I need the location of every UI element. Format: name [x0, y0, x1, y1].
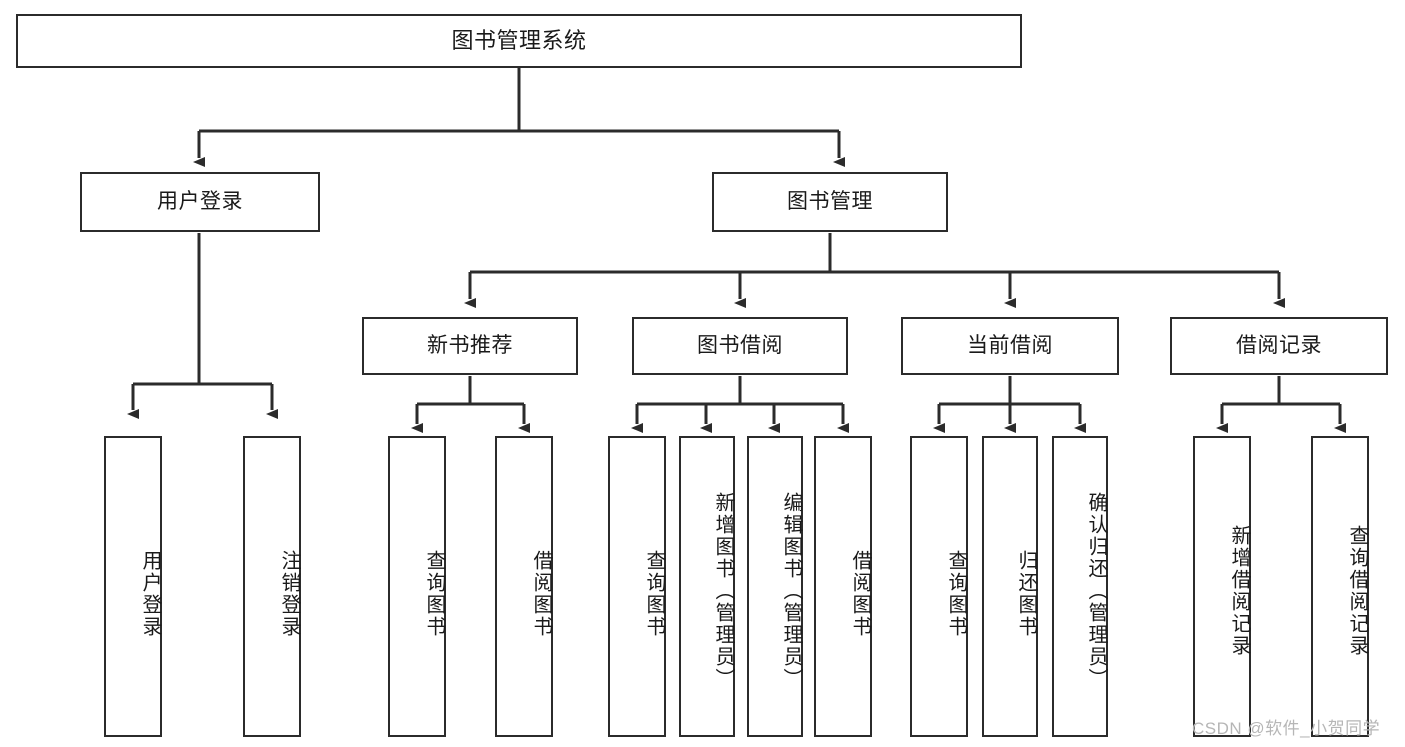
node-label: 图书管理	[787, 190, 873, 214]
leaf-logout[interactable]: 注销登录	[243, 436, 301, 737]
leaf-query-book-1[interactable]: 查询图书	[388, 436, 446, 737]
node-label: 编辑图书（管理员）	[780, 491, 802, 690]
node-label: 新书推荐	[427, 334, 513, 358]
node-label: 当前借阅	[967, 334, 1053, 358]
leaf-query-book-3[interactable]: 查询图书	[910, 436, 968, 737]
node-label: 查询图书	[643, 549, 665, 638]
node-book-management[interactable]: 图书管理	[712, 172, 948, 232]
node-root-book-management-system[interactable]: 图书管理系统	[16, 14, 1022, 68]
node-label: 查询图书	[423, 549, 445, 638]
csdn-watermark: CSDN @软件_小贺同学	[1192, 719, 1381, 738]
node-label: 查询借阅记录	[1346, 524, 1368, 657]
leaf-user-login[interactable]: 用户登录	[104, 436, 162, 737]
node-label: 归还图书	[1015, 549, 1037, 638]
node-new-book-recommendation[interactable]: 新书推荐	[362, 317, 578, 375]
node-book-borrowing[interactable]: 图书借阅	[632, 317, 848, 375]
node-label: 借阅图书	[849, 549, 871, 638]
leaf-add-book-admin[interactable]: 新增图书（管理员）	[679, 436, 735, 737]
node-label: 借阅记录	[1236, 334, 1322, 358]
leaf-borrow-book-1[interactable]: 借阅图书	[495, 436, 553, 737]
leaf-borrow-book-2[interactable]: 借阅图书	[814, 436, 872, 737]
leaf-edit-book-admin[interactable]: 编辑图书（管理员）	[747, 436, 803, 737]
node-label: 查询图书	[945, 549, 967, 638]
node-label: 新增图书（管理员）	[712, 491, 734, 690]
leaf-query-borrow-record[interactable]: 查询借阅记录	[1311, 436, 1369, 737]
leaf-query-book-2[interactable]: 查询图书	[608, 436, 666, 737]
node-label: 图书管理系统	[451, 27, 587, 53]
leaf-return-book[interactable]: 归还图书	[982, 436, 1038, 737]
node-label: 用户登录	[139, 549, 161, 638]
leaf-confirm-return-admin[interactable]: 确认归还（管理员）	[1052, 436, 1108, 737]
node-label: 新增借阅记录	[1228, 524, 1250, 657]
node-label: 注销登录	[278, 549, 300, 638]
leaf-add-borrow-record[interactable]: 新增借阅记录	[1193, 436, 1251, 737]
node-label: 用户登录	[157, 190, 243, 214]
node-label: 借阅图书	[530, 549, 552, 638]
node-label: 图书借阅	[697, 334, 783, 358]
node-borrowing-record[interactable]: 借阅记录	[1170, 317, 1388, 375]
node-label: 确认归还（管理员）	[1085, 491, 1107, 690]
node-current-borrowing[interactable]: 当前借阅	[901, 317, 1119, 375]
node-user-login[interactable]: 用户登录	[80, 172, 320, 232]
